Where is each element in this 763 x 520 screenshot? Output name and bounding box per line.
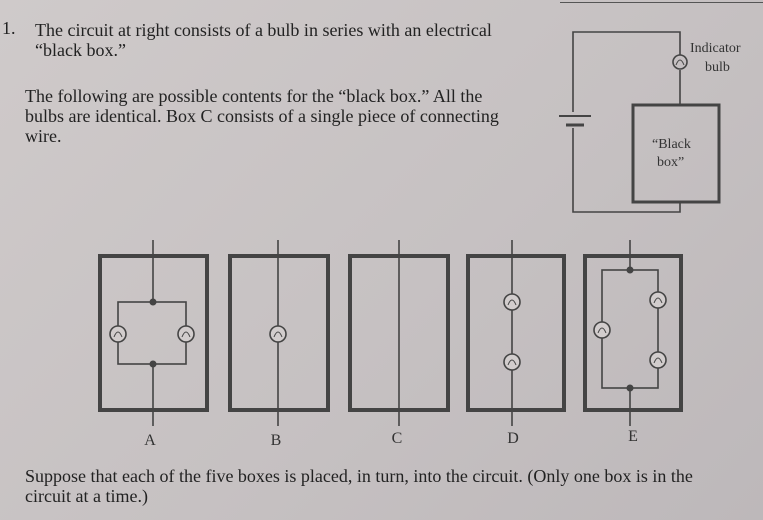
contents-line-1: The following are possible contents for … [25,86,483,106]
intro-line-2: “black box.” [35,40,126,60]
top-rule [560,2,763,3]
box-options: A B C D E [98,240,683,449]
box-label-a: A [144,432,156,449]
black-box-label-line-1: “Black [652,137,691,152]
indicator-bulb-icon [672,54,688,70]
bulb-icon-d-bottom [503,353,521,371]
bulb-icon-b [269,325,287,343]
bulb-icon-e-right-top [649,291,667,309]
black-box-rect [631,103,721,204]
indicator-label-line-2: bulb [705,60,730,75]
box-a [98,240,209,426]
bulb-icon-e-right-bottom [649,351,667,369]
indicator-label-line-1: Indicator [690,41,741,56]
box-label-c: C [392,430,403,447]
suppose-line-1: Suppose that each of the five boxes is p… [25,466,693,486]
bulb-icon-a-left [109,325,127,343]
contents-line-2: bulbs are identical. Box C consists of a… [25,106,499,126]
contents-paragraph: The following are possible contents for … [25,86,555,146]
contents-line-3: wire. [25,126,62,146]
intro-line-1: The circuit at right consists of a bulb … [35,20,492,40]
box-e [583,240,683,426]
circuit-wire-top [572,31,681,112]
suppose-paragraph: Suppose that each of the five boxes is p… [25,466,745,506]
question-number: 1. [2,18,16,38]
bulb-icon-d-top [503,293,521,311]
intro-paragraph: The circuit at right consists of a bulb … [35,20,535,60]
box-label-d: D [507,430,519,447]
box-label-e: E [628,428,638,445]
suppose-line-2: circuit at a time.) [25,486,148,506]
bulb-icon-a-right [177,325,195,343]
box-label-b: B [271,432,282,449]
box-c [348,240,450,426]
bulb-icon-e-left [593,321,611,339]
box-d [466,240,566,426]
circuit-diagram: Indicator bulb “Black box” [559,31,741,213]
box-b [228,240,330,426]
black-box-label-line-2: box” [657,155,684,170]
circuit-wire-bottom [572,128,681,213]
